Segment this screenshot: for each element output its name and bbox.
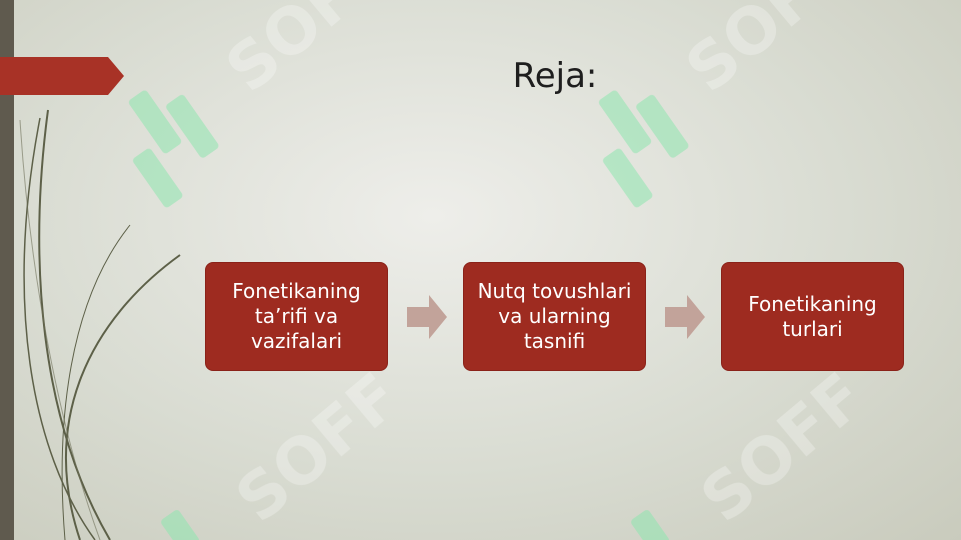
svg-text:SOFF: SOFF (223, 360, 415, 537)
step-box-2: Nutq tovushlari va ularning tasnifi (463, 262, 646, 371)
slide-title: Reja: (512, 56, 598, 96)
step-box-1: Fonetikaning ta’rifi va vazifalari (205, 262, 388, 371)
svg-text:SOFF: SOFF (688, 360, 880, 537)
svg-text:SOFF: SOFF (673, 0, 865, 107)
step-box-3: Fonetikaning turlari (721, 262, 904, 371)
arrow-right-icon (665, 295, 705, 339)
arrow-right-icon (407, 295, 447, 339)
left-edge-bar (0, 0, 14, 540)
accent-tab (0, 57, 124, 95)
svg-text:SOFF: SOFF (213, 0, 405, 107)
